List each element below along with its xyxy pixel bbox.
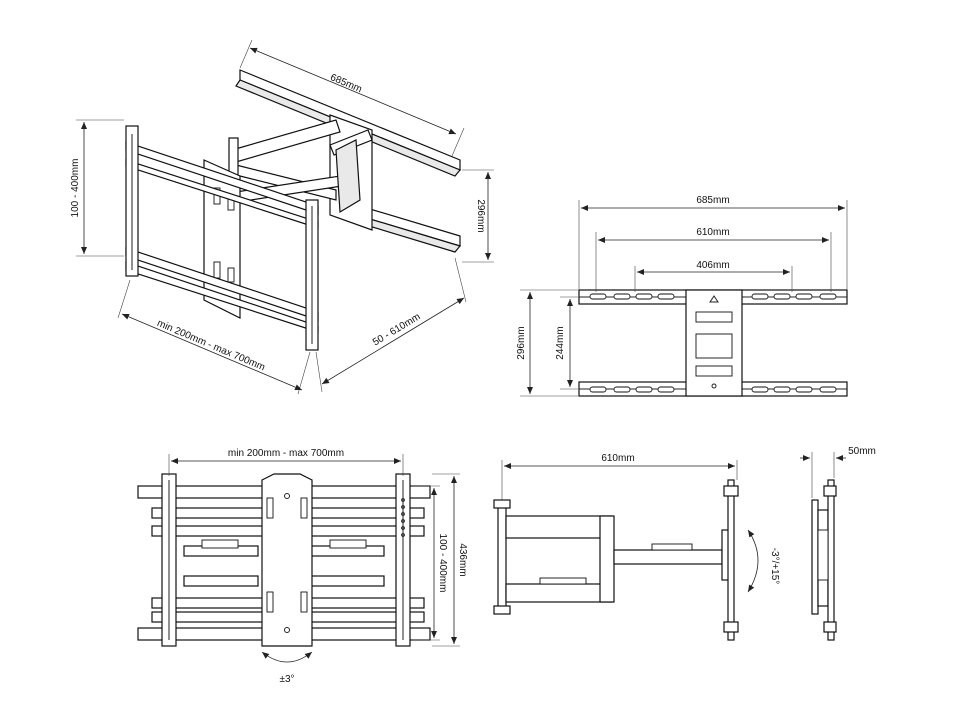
front-center-plate <box>261 473 313 647</box>
iso-dim-depth: 50 - 610mm <box>315 257 467 393</box>
wall-dim-holes-inner: 406mm <box>634 260 793 292</box>
iso-width-label: 685mm <box>328 72 363 95</box>
wall-dim-height: 296mm <box>516 289 578 397</box>
wall-holes-inner-label: 406mm <box>696 260 729 271</box>
wall-height-label: 296mm <box>516 326 527 359</box>
front-vertical-arm-left <box>161 473 177 647</box>
iso-depth-label: 50 - 610mm <box>371 311 422 348</box>
front-dim-height: 436mm <box>432 473 468 647</box>
folded-wall-plate <box>811 499 819 615</box>
wall-dim-width: 685mm <box>578 195 848 290</box>
front-arms <box>183 539 385 587</box>
side-dim-extension: 610mm <box>501 453 738 500</box>
wall-rail-slots <box>589 293 837 393</box>
iso-vesa-h-label: min 200mm - max 700mm <box>155 318 266 374</box>
front-width-label: min 200mm - max 700mm <box>228 448 344 459</box>
front-height-label: 436mm <box>457 543 468 576</box>
folded-depth-label: 50mm <box>848 446 876 457</box>
side-wall-plate <box>497 503 507 613</box>
wall-inner-height-label: 244mm <box>555 326 566 359</box>
wall-dim-inner-height: 244mm <box>555 296 578 390</box>
folded-dim-depth: 50mm <box>800 446 876 498</box>
iso-vertical-arm-right <box>305 199 319 351</box>
front-swivel: ±3° <box>261 651 313 685</box>
wall-dim-holes-outer: 610mm <box>595 227 832 292</box>
front-dim-width: min 200mm - max 700mm <box>168 448 404 476</box>
front-vesa-v-label: 100 - 400mm <box>437 534 448 593</box>
wall-holes-outer-label: 610mm <box>696 227 729 238</box>
iso-height-label: 296mm <box>475 199 486 232</box>
side-arms <box>505 515 723 603</box>
front-plate-slots <box>266 493 308 633</box>
iso-dim-height: 296mm <box>462 169 494 263</box>
side-extension-label: 610mm <box>601 453 634 464</box>
wall-width-label: 685mm <box>696 195 729 206</box>
side-view-extended: 610mm -3°/+15° <box>493 453 780 641</box>
iso-dim-vesa-v: 100 - 400mm <box>70 119 124 257</box>
front-swivel-label: ±3° <box>279 674 294 685</box>
wall-plate-view: 685mm 610mm 406mm 296mm 244mm <box>516 195 848 397</box>
iso-vesa-v-label: 100 - 400mm <box>70 159 81 218</box>
front-dim-vesa-v: 100 - 400mm <box>412 485 448 641</box>
isometric-view: 685mm 296mm 100 - 400mm min 200mm - max … <box>70 39 494 395</box>
iso-vertical-arm-left <box>125 125 139 277</box>
side-view-folded: 50mm <box>800 446 876 641</box>
front-vertical-arm-right <box>395 473 411 647</box>
side-tilt-label: -3°/+15° <box>769 548 780 585</box>
front-view: min 200mm - max 700mm 100 - 400mm 436mm … <box>137 448 468 685</box>
side-tilt: -3°/+15° <box>747 529 780 593</box>
side-tv-bracket <box>721 479 739 641</box>
